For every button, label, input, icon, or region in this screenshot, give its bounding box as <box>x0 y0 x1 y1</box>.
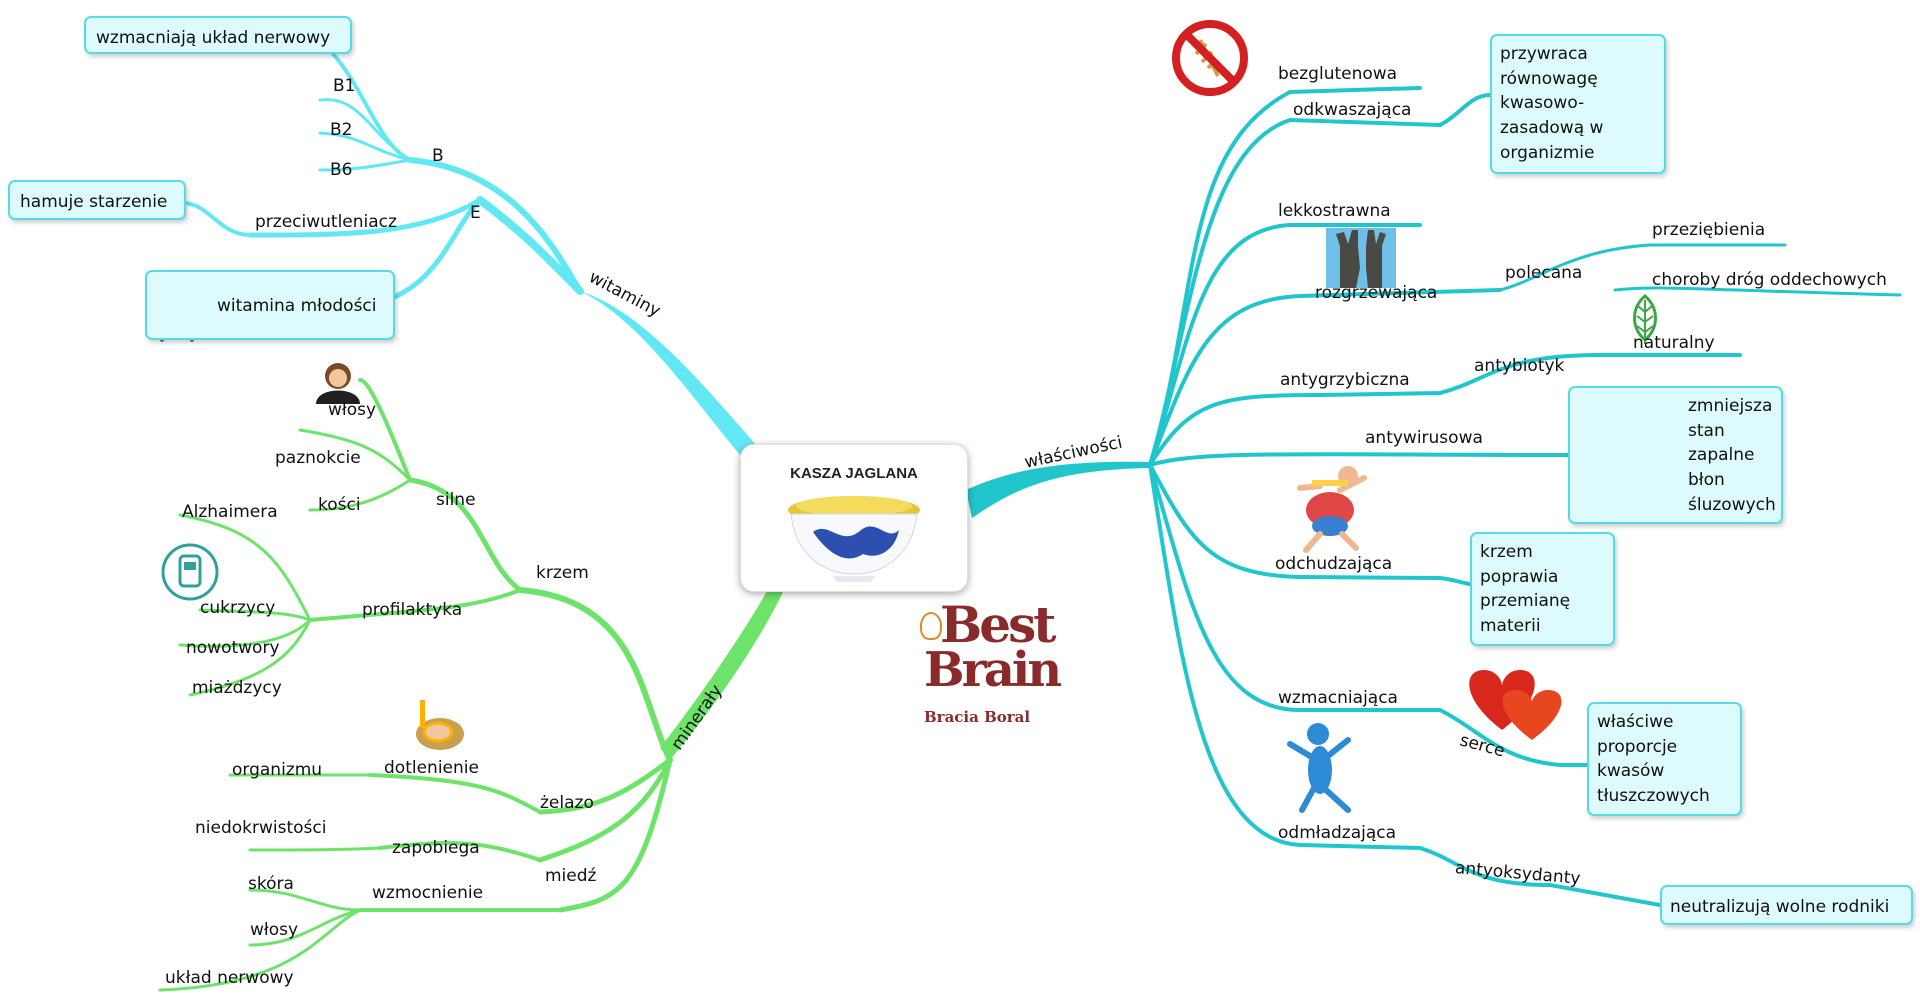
topic-wlosy-2[interactable]: włosy <box>250 920 299 940</box>
note-line: zapalne <box>1688 445 1755 466</box>
blue-figure-icon <box>1287 723 1351 813</box>
runner-icon <box>1297 466 1367 553</box>
logo-line1: Best <box>940 595 1056 654</box>
note-line: równowagę <box>1500 68 1598 89</box>
central-topic[interactable]: KASZA JAGLANA <box>740 444 968 592</box>
topic-uklad-nerwowy[interactable]: układ nerwowy <box>165 968 294 988</box>
note-line: proporcje <box>1597 736 1678 757</box>
topic-antywirusowa[interactable]: antywirusowa <box>1365 428 1483 448</box>
topic-zelazo[interactable]: żelazo <box>540 793 594 813</box>
millet-bowl-icon <box>788 496 920 582</box>
topic-miazdzycy[interactable]: miażdzycy <box>192 678 282 698</box>
note-neutralizuja[interactable]: neutralizują wolne rodniki <box>1660 885 1913 925</box>
topic-niedokrwistosci[interactable]: niedokrwistości <box>195 818 327 838</box>
note-line: kwasowo- <box>1500 93 1585 114</box>
topic-zapobiega[interactable]: zapobiega <box>392 838 480 858</box>
logo-sub: Bracia Boral <box>924 708 1031 726</box>
note-hamuje-starzenie[interactable]: hamuje starzenie <box>8 180 186 220</box>
topic-wzmacniajaca[interactable]: wzmacniająca <box>1278 688 1398 708</box>
no-gluten-icon <box>1172 20 1248 96</box>
note-text: neutralizują wolne rodniki <box>1670 897 1890 917</box>
branch-witaminy <box>183 24 762 455</box>
topic-organizmu[interactable]: organizmu <box>232 760 323 780</box>
diver-icon <box>416 700 464 750</box>
topic-b6[interactable]: B6 <box>330 160 353 180</box>
woman-avatar-icon <box>316 363 360 404</box>
note-text: wzmacniają układ nerwowy <box>96 28 331 48</box>
topic-dotlenienie[interactable]: dotlenienie <box>384 758 479 778</box>
central-title: KASZA JAGLANA <box>790 465 918 482</box>
note-line: tłuszczowych <box>1597 785 1710 806</box>
topic-antybiotyk[interactable]: antybiotyk <box>1474 356 1565 376</box>
leaf-icon <box>1633 294 1657 344</box>
topic-b1[interactable]: B1 <box>333 76 356 96</box>
note-line: błon <box>1688 469 1725 490</box>
topic-paznokcie[interactable]: paznokcie <box>275 448 361 468</box>
topic-odmladzajaca[interactable]: odmładzająca <box>1278 823 1397 843</box>
topic-miedz[interactable]: miedź <box>545 866 597 886</box>
topic-wzmocnienie[interactable]: wzmocnienie <box>372 883 484 903</box>
topic-krzem[interactable]: krzem <box>536 563 589 583</box>
note-line: przemianę <box>1480 591 1571 612</box>
note-line: stan <box>1688 420 1725 441</box>
topic-antygrzybiczna[interactable]: antygrzybiczna <box>1280 370 1410 390</box>
topic-choroby-drog[interactable]: choroby dróg oddechowych <box>1652 270 1887 290</box>
note-line: przywraca <box>1500 44 1588 64</box>
topic-przeziebienia[interactable]: przeziębienia <box>1652 220 1766 240</box>
topic-nowotwory[interactable]: nowotwory <box>186 638 280 658</box>
branch-mineraly <box>158 378 785 992</box>
topic-cukrzycy[interactable]: cukrzycy <box>200 598 276 618</box>
note-line: zmniejsza <box>1688 396 1773 416</box>
topic-rozgrzewajaca[interactable]: rozgrzewająca <box>1315 283 1438 303</box>
topic-profilaktyka[interactable]: profilaktyka <box>362 600 463 620</box>
topic-wlosy-1[interactable]: włosy <box>328 400 377 420</box>
topic-odkwaszajaca[interactable]: odkwaszająca <box>1293 100 1412 120</box>
topic-lekkostrawna[interactable]: lekkostrawna <box>1278 201 1391 221</box>
note-line: krzem <box>1480 542 1533 562</box>
topic-polecana[interactable]: polecana <box>1505 263 1583 283</box>
note-przywraca[interactable]: przywraca równowagę kwasowo- zasadową w … <box>1490 34 1666 174</box>
branch-wlasciwosci <box>966 86 1902 907</box>
topic-b2[interactable]: B2 <box>330 120 353 140</box>
note-krzem-poprawia[interactable]: krzem poprawia przemianę materii <box>1470 532 1615 646</box>
best-brain-logo: Best Brain Bracia Boral <box>920 600 1070 730</box>
topic-przeciwutleniacz[interactable]: przeciwutleniacz <box>255 212 397 232</box>
topic-alzhaimera[interactable]: Alzhaimera <box>182 502 278 522</box>
topic-vitamin-e[interactable]: E <box>470 203 481 223</box>
topic-kosci[interactable]: kości <box>318 495 361 515</box>
gloves-icon <box>1326 228 1396 288</box>
topic-vitamin-b[interactable]: B <box>432 146 444 166</box>
topic-silne[interactable]: silne <box>436 490 476 510</box>
note-line: zasadową w <box>1500 117 1604 138</box>
logo-line2: Brain <box>924 642 1062 698</box>
note-line: organizmie <box>1500 142 1595 163</box>
topic-bezglutenowa[interactable]: bezglutenowa <box>1278 64 1398 84</box>
note-wlasciwe-proporcje[interactable]: właściwe proporcje kwasów tłuszczowych <box>1587 702 1742 816</box>
glucometer-icon <box>161 543 219 601</box>
topic-odchudzajaca[interactable]: odchudzająca <box>1275 554 1393 574</box>
bulb-icon <box>920 612 942 640</box>
note-line: poprawia <box>1480 566 1559 587</box>
note-zmniejsza[interactable]: zmniejsza stan zapalne błon śluzowych <box>1568 386 1783 524</box>
note-text: witamina młodości <box>217 296 377 316</box>
note-line: właściwe <box>1597 712 1674 732</box>
note-line: kwasów <box>1597 761 1665 782</box>
hearts-icon <box>1469 670 1562 740</box>
topic-naturalny[interactable]: naturalny <box>1633 333 1715 353</box>
topic-skora[interactable]: skóra <box>248 874 294 894</box>
note-wzmacniaja[interactable]: wzmacniają układ nerwowy <box>84 16 352 54</box>
note-line: materii <box>1480 615 1541 636</box>
note-witamina-mlodosci[interactable]: witamina młodości <box>145 270 395 340</box>
note-text: hamuje starzenie <box>20 192 168 212</box>
note-line: śluzowych <box>1688 494 1776 515</box>
